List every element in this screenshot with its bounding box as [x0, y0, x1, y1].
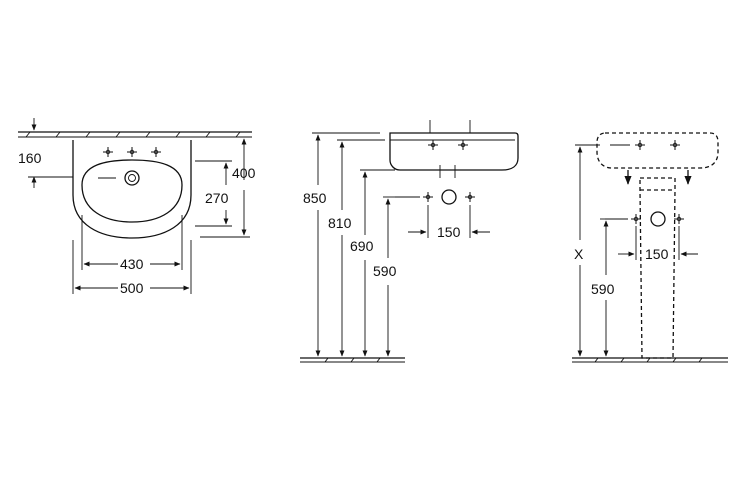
waste-outlet-icon — [650, 211, 666, 227]
label-590-side: 590 — [373, 263, 397, 279]
drain-icon — [124, 170, 140, 186]
dim-270: 270 — [195, 160, 232, 227]
dim-590-pedestal: 590 — [591, 218, 615, 357]
pedestal-floor — [572, 357, 728, 363]
dim-150-side: 150 — [408, 205, 490, 240]
basin-outline — [72, 140, 192, 239]
dim-x: X — [574, 144, 600, 357]
supply-icon — [673, 213, 685, 225]
dim-590-side: 590 — [373, 196, 397, 357]
basin-bowl — [81, 159, 183, 223]
label-x: X — [574, 246, 584, 262]
front-view: 160 400 270 430 — [18, 118, 256, 296]
front-wall — [18, 131, 252, 138]
label-430: 430 — [120, 256, 144, 272]
label-160: 160 — [18, 150, 42, 166]
side-floor — [300, 357, 405, 363]
label-690: 690 — [350, 238, 374, 254]
tap-hole-icon — [669, 139, 681, 151]
dim-400: 400 — [200, 136, 256, 238]
label-270: 270 — [205, 190, 229, 206]
label-850: 850 — [303, 190, 327, 206]
waste-outlet-icon — [441, 189, 457, 205]
pedestal-dashed-outline — [639, 177, 676, 359]
tap-hole-icon — [102, 146, 114, 158]
dim-500: 500 — [72, 240, 192, 296]
tap-hole-icon — [150, 146, 162, 158]
dim-810: 810 — [328, 139, 385, 357]
tap-hole-icon — [634, 139, 646, 151]
dim-150-pedestal: 150 — [618, 226, 698, 262]
pedestal-view: X 590 150 — [572, 132, 728, 363]
dim-690: 690 — [350, 169, 395, 357]
label-590-pedestal: 590 — [591, 281, 615, 297]
basin-side-outline — [389, 132, 519, 171]
supply-icon — [630, 213, 642, 225]
dim-160: 160 — [18, 118, 73, 188]
label-150-side: 150 — [437, 224, 461, 240]
supply-icon — [422, 191, 434, 203]
label-810: 810 — [328, 215, 352, 231]
label-150-pedestal: 150 — [645, 246, 669, 262]
dim-850: 850 — [303, 132, 380, 357]
dim-430: 430 — [81, 215, 183, 272]
side-view: 850 810 690 590 150 — [300, 120, 519, 363]
label-500: 500 — [120, 280, 144, 296]
label-400: 400 — [232, 165, 256, 181]
tap-hole-icon — [457, 139, 469, 151]
supply-icon — [464, 191, 476, 203]
tap-hole-icon — [427, 139, 439, 151]
tap-hole-icon — [126, 146, 138, 158]
basin-dashed-outline — [596, 132, 719, 169]
